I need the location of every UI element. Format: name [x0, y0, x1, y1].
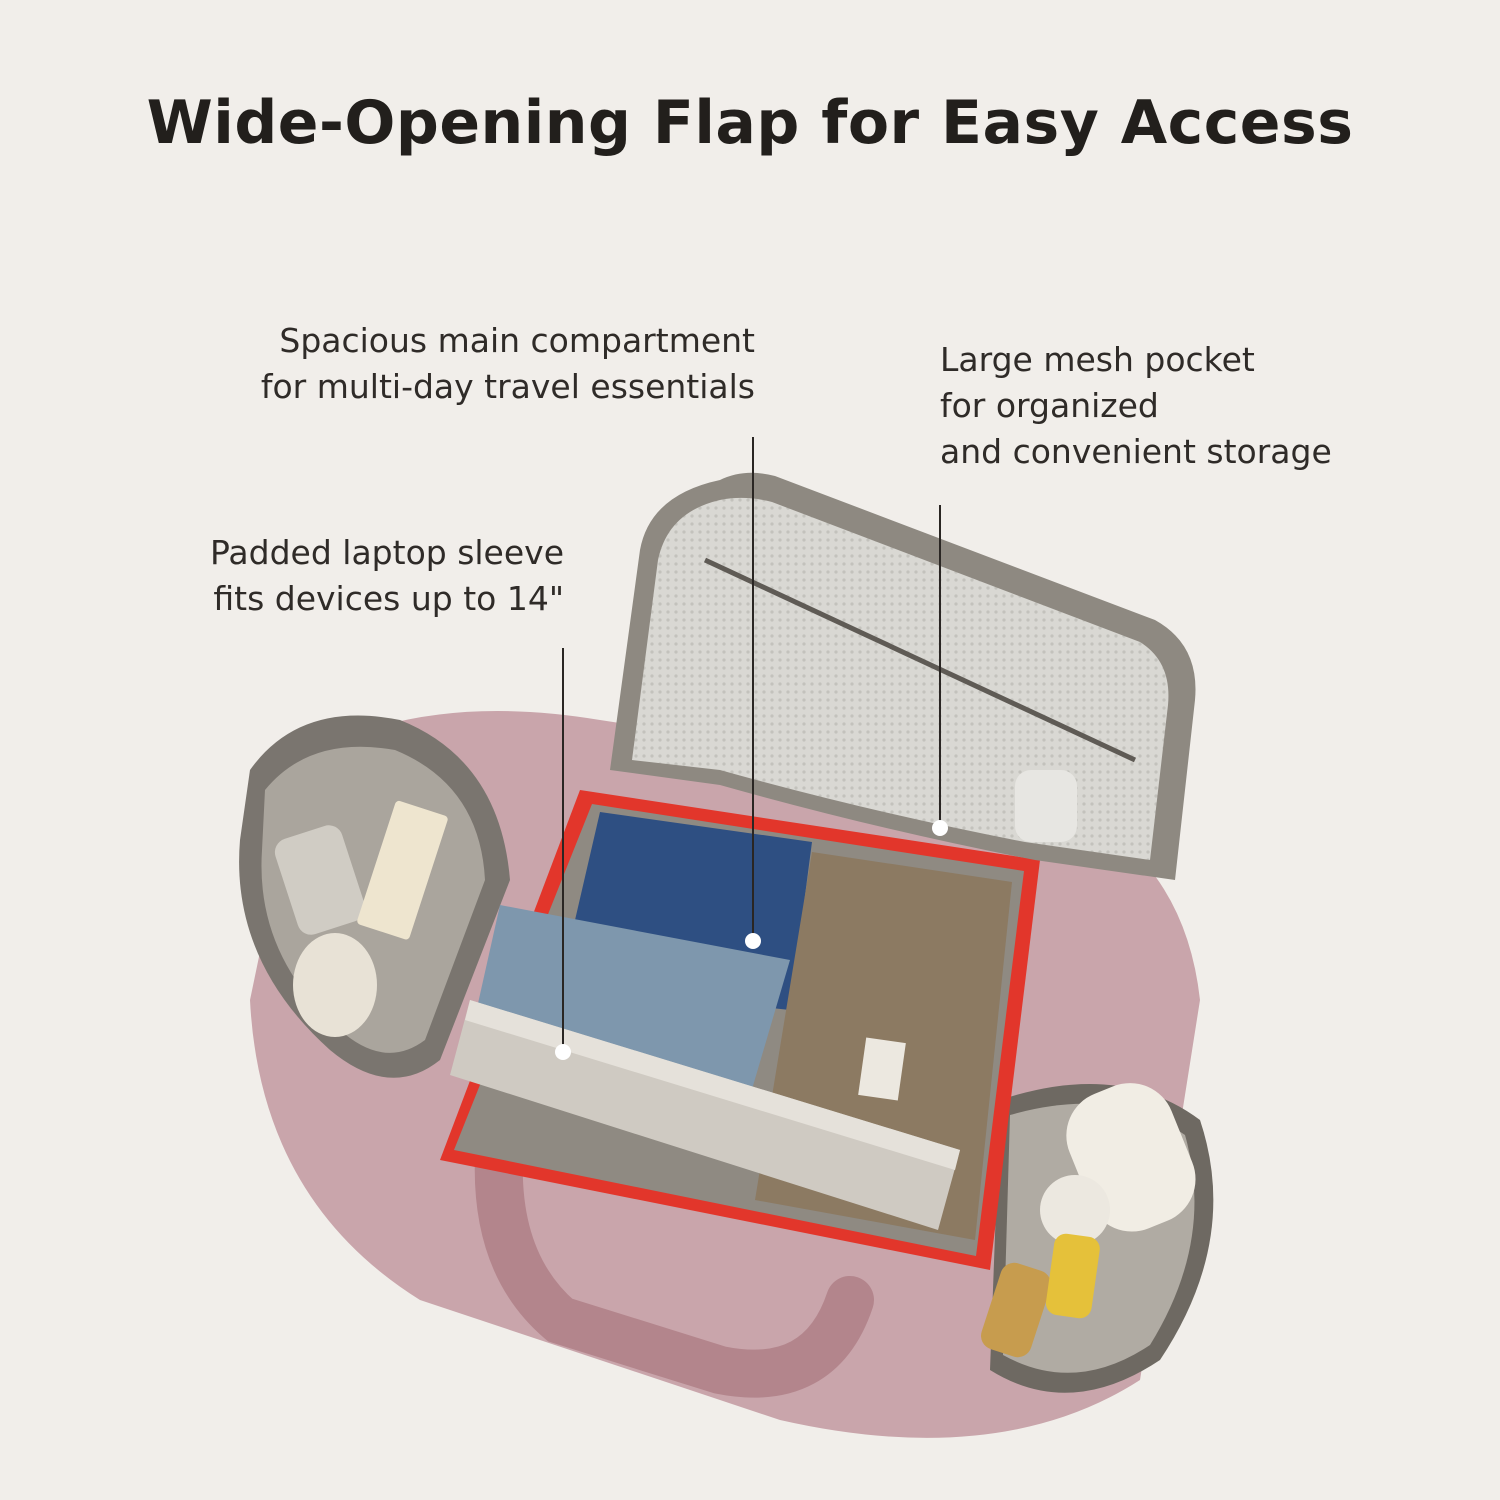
callout-text: and convenient storage: [940, 432, 1332, 471]
bottle-icon: [1045, 1233, 1100, 1319]
umbrella-icon: [293, 933, 377, 1037]
callout-text: for multi-day travel essentials: [260, 367, 755, 406]
bottle-icon: [981, 1262, 1051, 1358]
callout-text: for organized: [940, 386, 1159, 425]
callout-text: Padded laptop sleeve: [210, 533, 564, 572]
clothing-tag: [858, 1037, 906, 1101]
book-icon: [357, 800, 448, 940]
marker-main: [745, 933, 761, 949]
callout-text: Spacious main compartment: [279, 321, 755, 360]
marker-laptop: [555, 1044, 571, 1060]
callout-text: Large mesh pocket: [940, 340, 1255, 379]
page-title: Wide-Opening Flap for Easy Access: [146, 88, 1354, 158]
laptop-icon: [450, 1000, 960, 1230]
callout-main-compartment: Spacious main compartment for multi-day …: [261, 318, 755, 410]
callout-mesh-pocket: Large mesh pocket for organized and conv…: [940, 337, 1332, 475]
callout-text: fits devices up to 14": [213, 579, 564, 618]
mesh-pocket-zipper: [703, 557, 1137, 763]
phone-icon: [274, 825, 366, 935]
callout-laptop-sleeve: Padded laptop sleeve fits devices up to …: [210, 530, 564, 622]
marker-mesh: [932, 820, 948, 836]
ball-icon: [1040, 1175, 1110, 1245]
bag-handle: [474, 1116, 874, 1398]
earbuds-case-icon: [1015, 770, 1077, 842]
